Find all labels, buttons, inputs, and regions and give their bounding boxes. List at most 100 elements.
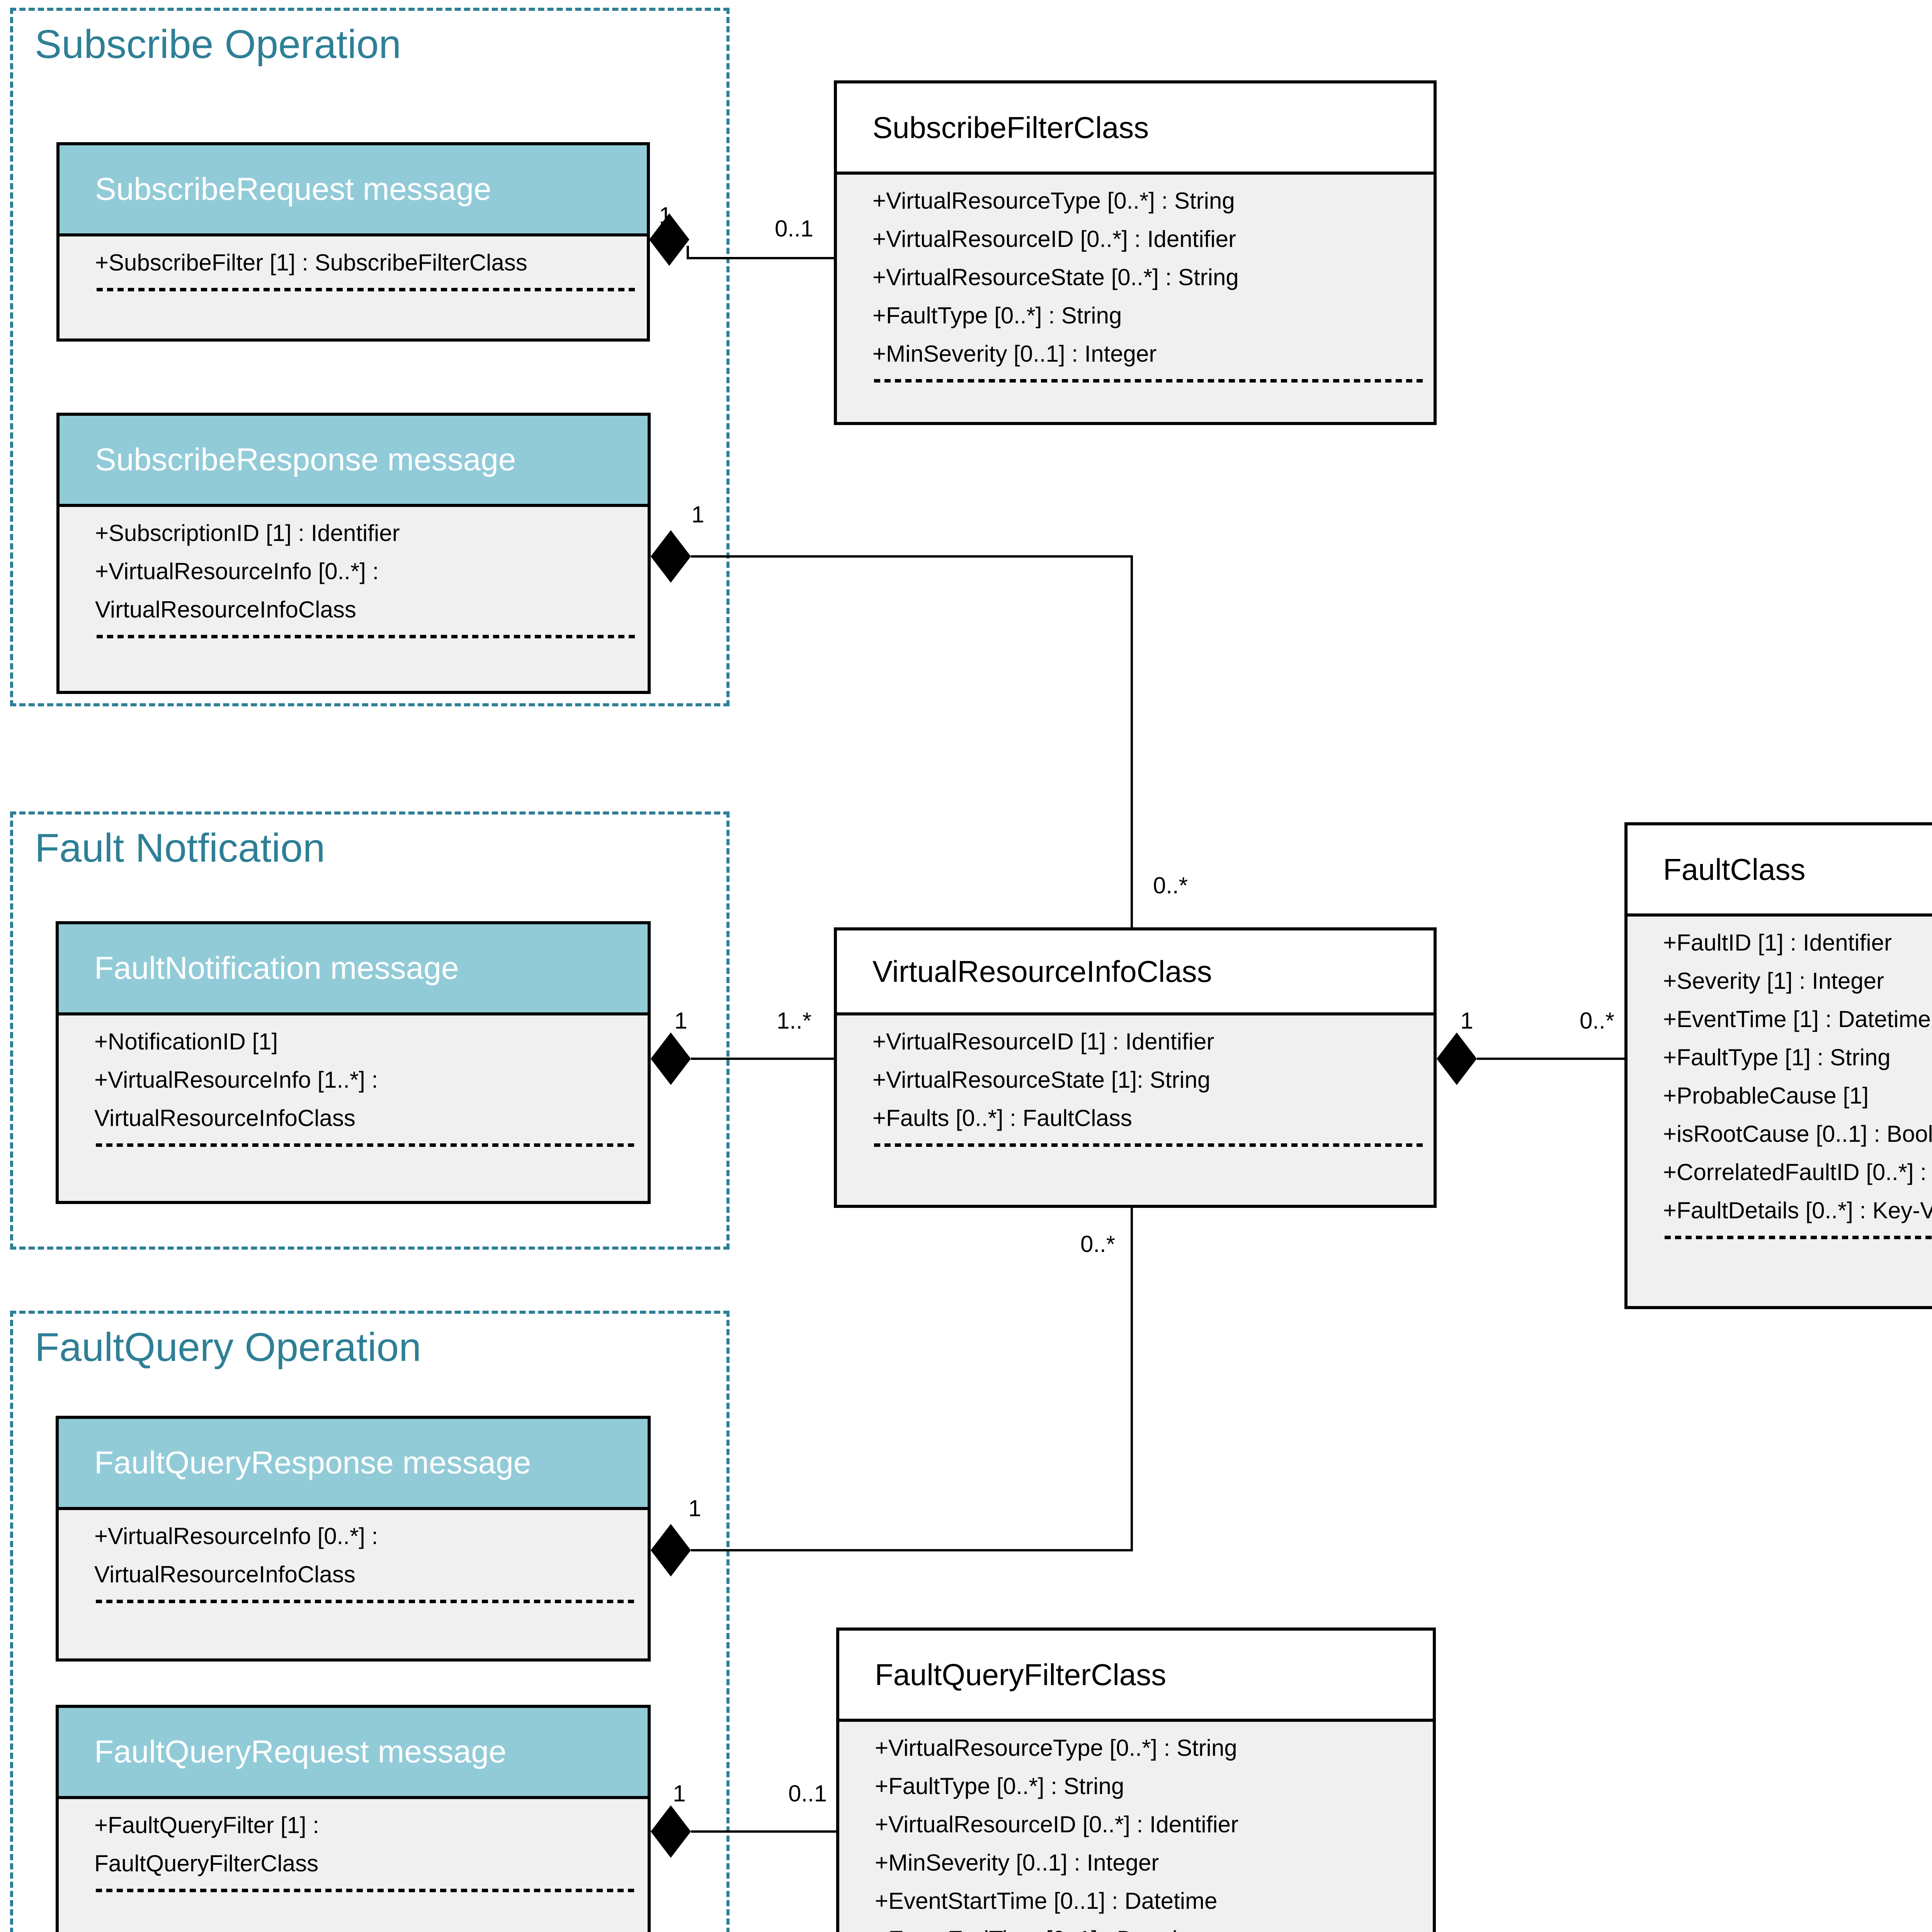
class-title: FaultQueryFilterClass [875,1657,1167,1692]
multiplicity-label: 0..* [1580,1008,1614,1034]
attribute: +SubscriptionID [1] : Identifier [95,520,400,546]
attribute: +EventEndTime [0..1] : Datetime [875,1920,1423,1932]
attribute: +ProbableCause [1] [1663,1083,1869,1109]
attribute: +SubscribeFilter [1] : SubscribeFilterCl… [95,250,527,276]
class-attributes: +SubscribeFilter [1] : SubscribeFilterCl… [60,236,647,338]
class-attributes: +VirtualResourceID [1] : Identifier +Vir… [837,1015,1434,1205]
attribute: +VirtualResourceType [0..*] : String [875,1735,1237,1761]
class-header: FaultClass [1628,825,1932,917]
attribute: +VirtualResourceState [0..*] : String [872,264,1239,290]
attribute: +VirtualResourceInfo [0..*] : [95,558,379,584]
class-attributes: +VirtualResourceType [0..*] : String +Fa… [839,1722,1433,1932]
attribute: VirtualResourceInfoClass [94,1561,355,1587]
class-header: SubscribeResponse message [60,416,648,507]
attribute: +VirtualResourceType [0..*] : String [872,188,1235,214]
operations-compartment [872,383,1424,422]
multiplicity-label: 1 [1460,1008,1473,1034]
attribute: VirtualResourceInfoClass [95,597,356,622]
class-box-fault-query-response-message: FaultQueryResponse message +VirtualResou… [56,1416,651,1662]
class-attributes: +FaultID [1] : Identifier +Severity [1] … [1628,917,1932,1306]
operations-compartment [872,1147,1424,1205]
operations-compartment [94,1147,638,1201]
attribute-separator [874,379,1423,383]
class-title: SubscribeRequest message [95,172,492,207]
class-header: FaultQueryResponse message [59,1419,648,1510]
multiplicity-label: 0..* [1080,1231,1115,1257]
attribute: +EventTime [1] : Datetime [1663,1006,1931,1032]
class-header: VirtualResourceInfoClass [837,930,1434,1015]
group-faultquery-operation: FaultQuery Operation [10,1311,730,1932]
attribute: +MinSeverity [0..1] : Integer [872,341,1157,367]
attribute-separator [97,635,637,638]
class-title: VirtualResourceInfoClass [872,954,1212,988]
attribute: +FaultType [0..*] : String [872,303,1122,328]
class-title: FaultQueryRequest message [94,1734,507,1769]
group-faultquery-operation-label: FaultQuery Operation [35,1325,422,1370]
operations-compartment [94,1603,638,1658]
group-subscribe-operation: Subscribe Operation [10,8,730,706]
class-box-fault-class: FaultClass +FaultID [1] : Identifier +Se… [1624,822,1932,1309]
attribute: +MinSeverity [0..1] : Integer [875,1850,1159,1876]
attribute: +NotificationID [1] [94,1029,278,1054]
class-box-subscribe-response-message: SubscribeResponse message +SubscriptionI… [56,413,651,694]
attribute: +VirtualResourceID [0..*] : Identifier [872,226,1236,252]
attribute-separator [1665,1236,1932,1239]
multiplicity-label: 0..* [1153,872,1188,898]
group-fault-notification: Fault Notfication [10,811,730,1250]
class-header: SubscribeFilterClass [837,83,1434,175]
attribute: +Severity [1] : Integer [1663,968,1884,994]
attribute: VirtualResourceInfoClass [94,1105,355,1131]
class-header: FaultQueryFilterClass [839,1631,1433,1722]
class-box-fault-query-request-message: FaultQueryRequest message +FaultQueryFil… [56,1705,651,1932]
operations-compartment [1663,1239,1932,1306]
class-title: SubscribeResponse message [95,442,516,477]
multiplicity-label: 1..* [777,1008,811,1034]
attribute: +VirtualResourceInfo [0..*] : [94,1523,378,1549]
attribute: +FaultID [1] : Identifier [1663,930,1892,956]
attribute: +isRootCause [0..1] : Boolean [1663,1121,1932,1147]
attribute: +FaultType [1] : String [1663,1044,1891,1070]
operations-compartment [95,638,638,691]
class-attributes: +SubscriptionID [1] : Identifier +Virtua… [60,507,648,691]
class-box-virtual-resource-info-class: VirtualResourceInfoClass +VirtualResourc… [834,927,1437,1208]
operations-compartment [95,291,638,338]
class-box-fault-query-filter-class: FaultQueryFilterClass +VirtualResourceTy… [836,1628,1436,1932]
attribute: +FaultDetails [0..*] : Key-Value pairs [1663,1197,1932,1223]
attribute: +FaultType [0..*] : String [875,1773,1124,1799]
association-line-vric-faultqueryresponse [691,1208,1133,1551]
class-header: SubscribeRequest message [60,145,647,236]
attribute-separator [97,288,636,291]
attribute: FaultQueryFilterClass [94,1850,319,1876]
class-box-fault-notification-message: FaultNotification message +NotificationI… [56,921,651,1204]
class-header: FaultQueryRequest message [59,1708,648,1799]
attribute-separator [874,1143,1423,1147]
class-attributes: +NotificationID [1] +VirtualResourceInfo… [59,1015,648,1201]
association-line-subscriberesponse-vric [691,555,1133,927]
attribute: +Faults [0..*] : FaultClass [872,1105,1132,1131]
attribute: +FaultQueryFilter [1] : [94,1812,319,1838]
class-attributes: +FaultQueryFilter [1] : FaultQueryFilter… [59,1799,648,1932]
attribute: +VirtualResourceState [1]: String [872,1067,1211,1093]
class-title: SubscribeFilterClass [872,110,1149,145]
class-attributes: +VirtualResourceInfo [0..*] : VirtualRes… [59,1510,648,1658]
class-title: FaultQueryResponse message [94,1445,531,1480]
multiplicity-label: 0..1 [775,216,813,242]
multiplicity-label: 0..1 [788,1781,827,1806]
attribute-separator [96,1889,637,1892]
attribute-separator [96,1600,637,1603]
attribute: +CorrelatedFaultID [0..*] : Identifier [1663,1159,1932,1185]
composition-diamond-icon [1437,1032,1477,1085]
attribute-separator [96,1143,637,1147]
class-title: FaultNotification message [94,951,459,986]
class-box-subscribe-filter-class: SubscribeFilterClass +VirtualResourceTyp… [834,80,1437,425]
class-header: FaultNotification message [59,924,648,1015]
group-fault-notification-label: Fault Notfication [35,826,325,871]
group-subscribe-operation-label: Subscribe Operation [35,22,401,67]
class-attributes: +VirtualResourceType [0..*] : String +Vi… [837,175,1434,422]
class-box-subscribe-request-message: SubscribeRequest message +SubscribeFilte… [56,142,650,342]
attribute: +VirtualResourceID [1] : Identifier [872,1029,1214,1054]
class-title: FaultClass [1663,852,1806,886]
attribute: +VirtualResourceInfo [1..*] : [94,1067,378,1093]
attribute: +VirtualResourceID [0..*] : Identifier [875,1811,1239,1837]
